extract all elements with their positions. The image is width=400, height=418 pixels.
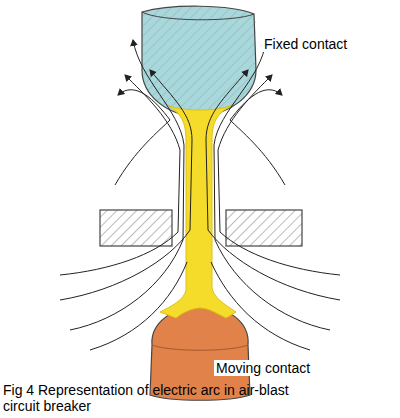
fixed-contact [142, 6, 256, 117]
part-label: Fixed contact [262, 36, 349, 52]
figure-caption: Fig 4 Representation of electric arc in … [3, 382, 303, 414]
air-flow-lines [60, 40, 340, 350]
part-label: Moving contact [214, 360, 312, 376]
